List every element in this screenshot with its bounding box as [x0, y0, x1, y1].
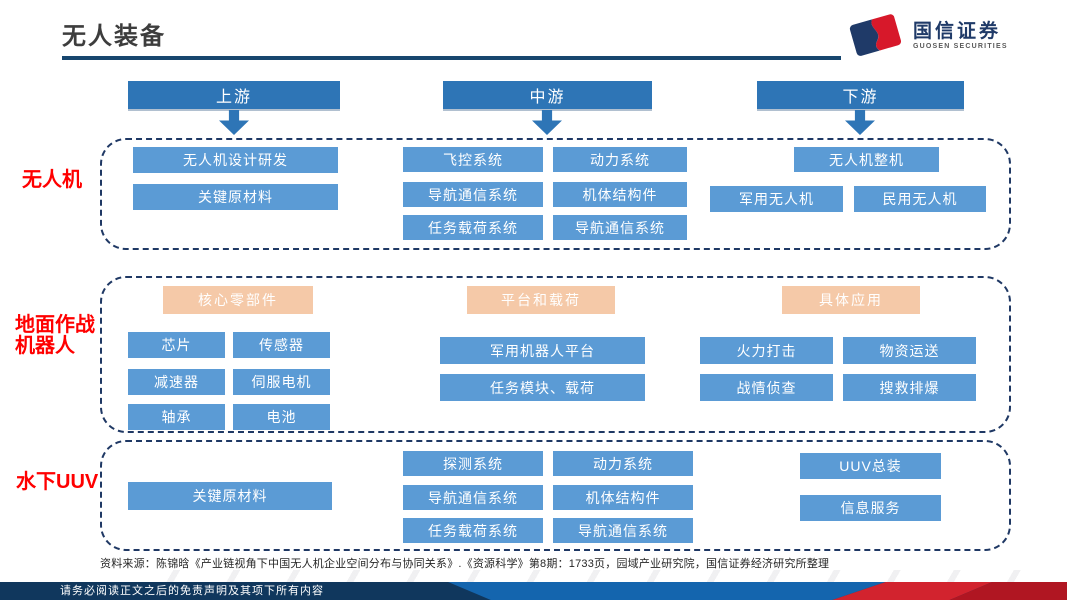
robot-upstream-item: 芯片 [128, 332, 225, 358]
uuv-midstream-item: 动力系统 [553, 451, 693, 476]
title-divider [62, 56, 841, 60]
footer-bar: 请务必阅读正文之后的免责声明及其项下所有内容 [0, 582, 1067, 600]
robot-downstream-item: 战情侦查 [700, 374, 833, 401]
zone-uav [100, 138, 1011, 250]
footer-chevron-decoration [150, 570, 1067, 582]
arrow-down-icon [532, 110, 562, 135]
uav-midstream-item: 机体结构件 [553, 182, 687, 207]
arrow-down-icon [219, 110, 249, 135]
uav-downstream-item: 民用无人机 [854, 186, 986, 212]
uav-midstream-item: 飞控系统 [403, 147, 543, 172]
uav-downstream-item: 无人机整机 [794, 147, 939, 172]
uav-downstream-item: 军用无人机 [710, 186, 843, 212]
uav-midstream-item: 任务载荷系统 [403, 215, 543, 240]
zone-uuv [100, 440, 1011, 551]
chain-header-downstream: 下游 [757, 81, 964, 109]
guosen-logo: 国信证券 GUOSEN SECURITIES [845, 14, 1025, 60]
arrow-down-icon [845, 110, 875, 135]
robot-midstream-item: 任务模块、载荷 [440, 374, 645, 401]
robot-upstream-item: 轴承 [128, 404, 225, 430]
robot-upstream-item: 传感器 [233, 332, 330, 358]
uuv-midstream-item: 探测系统 [403, 451, 543, 476]
uuv-midstream-item: 导航通信系统 [403, 485, 543, 510]
footer-red-bright-shape [832, 582, 993, 600]
row-label-ground-robot: 地面作战机器人 [15, 314, 95, 357]
uav-midstream-item: 导航通信系统 [403, 182, 543, 207]
page-title: 无人装备 [62, 23, 166, 50]
chain-header-upstream: 上游 [128, 81, 340, 109]
uav-midstream-item: 导航通信系统 [553, 215, 687, 240]
group-header-applications: 具体应用 [782, 286, 920, 314]
zone-ground-robot [100, 276, 1011, 433]
uuv-midstream-item: 导航通信系统 [553, 518, 693, 543]
uav-midstream-item: 动力系统 [553, 147, 687, 172]
row-label-uav: 无人机 [22, 169, 82, 191]
row-label-uuv: 水下UUV [16, 471, 99, 493]
footer-blue-shape [448, 582, 886, 600]
uuv-upstream-item: 关键原材料 [128, 482, 332, 510]
robot-downstream-item: 火力打击 [700, 337, 833, 364]
robot-midstream-item: 军用机器人平台 [440, 337, 645, 364]
logo-name-cn: 国信证券 [913, 21, 1002, 42]
robot-upstream-item: 减速器 [128, 369, 225, 395]
uuv-downstream-item: 信息服务 [800, 495, 941, 521]
uuv-midstream-item: 任务载荷系统 [403, 518, 543, 543]
uuv-midstream-item: 机体结构件 [553, 485, 693, 510]
uav-upstream-item: 关键原材料 [133, 184, 338, 210]
chain-header-midstream: 中游 [443, 81, 652, 109]
robot-upstream-item: 电池 [233, 404, 330, 430]
source-note: 资料来源：陈锦晗《产业链视角下中国无人机企业空间分布与协同关系》.《资源科学》第… [100, 558, 830, 570]
logo-name-en: GUOSEN SECURITIES [913, 43, 1008, 50]
robot-downstream-item: 物资运送 [843, 337, 976, 364]
footer-disclaimer: 请务必阅读正文之后的免责声明及其项下所有内容 [60, 585, 324, 597]
guosen-logo-icon [845, 14, 907, 60]
robot-upstream-item: 伺服电机 [233, 369, 330, 395]
uuv-downstream-item: UUV总装 [800, 453, 941, 479]
robot-downstream-item: 搜救排爆 [843, 374, 976, 401]
group-header-core-components: 核心零部件 [163, 286, 313, 314]
group-header-platform-payload: 平台和载荷 [467, 286, 615, 314]
uav-upstream-item: 无人机设计研发 [133, 147, 338, 173]
